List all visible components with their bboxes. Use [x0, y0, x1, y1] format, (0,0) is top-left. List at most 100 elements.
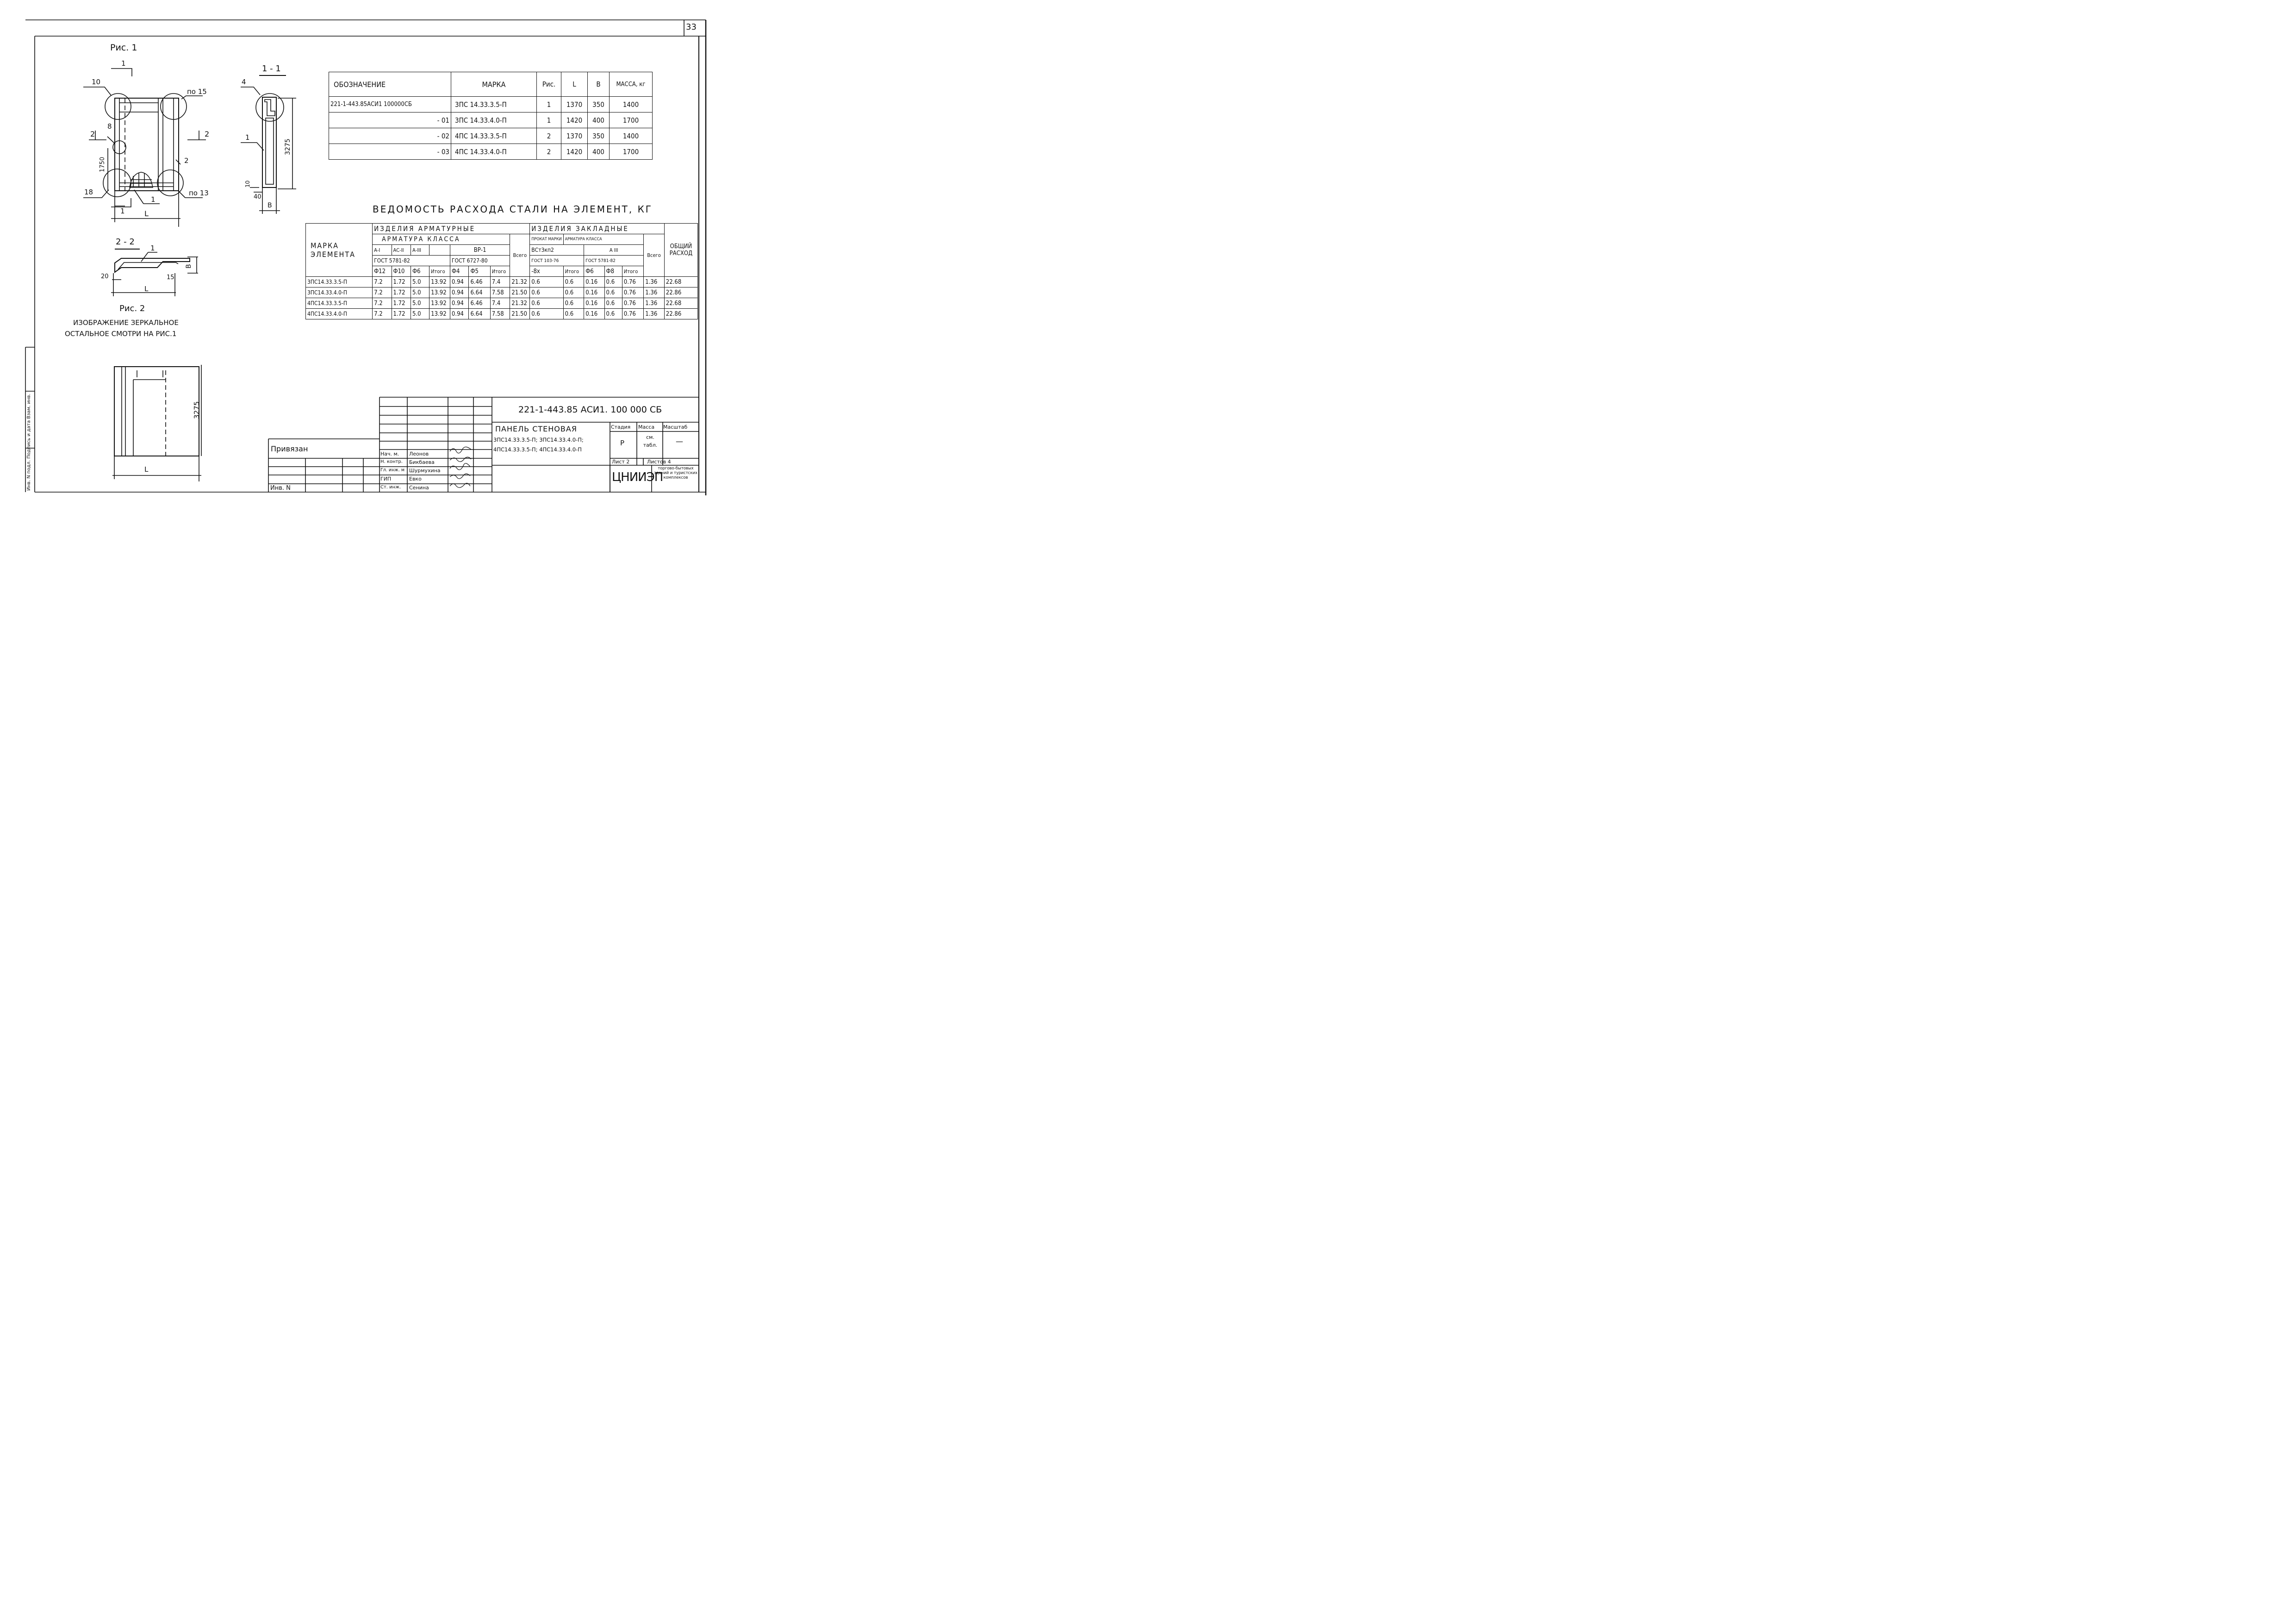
cell: 22.68 [664, 298, 698, 309]
doc-marks: 4ПС14.33.3.5-П; 4ПС14.33.4.0-П [493, 446, 582, 453]
cell: 21.50 [510, 287, 530, 298]
section11-title: 1 - 1 [262, 64, 281, 74]
fig2-title: Рис. 2 [119, 304, 145, 313]
cell: 0.6 [563, 276, 585, 287]
cell: 0.76 [622, 298, 644, 309]
staff-name: Шурмухина [409, 468, 441, 474]
table-row: - 03 4ПС 14.33.4.0-П 2 1420 400 1700 [329, 144, 653, 160]
h-gost4: ГОСТ 5781-82 [584, 255, 644, 266]
h-embedded: ИЗДЕЛИЯ ЗАКЛАДНЫЕ [529, 223, 665, 234]
cell: 13.92 [429, 298, 450, 309]
h-itogo4: Итого [622, 266, 644, 277]
cell: 0.16 [584, 298, 605, 309]
cell: 21.50 [510, 308, 530, 319]
org-name: ЦНИИЭП [612, 470, 663, 484]
cell: 4ПС14.33.3.5-П [305, 298, 373, 309]
cell: 5.0 [410, 298, 430, 309]
cell: 0.94 [449, 298, 469, 309]
cell: 22.86 [664, 287, 698, 298]
cell: 6.64 [468, 287, 491, 298]
cell: 21.32 [510, 298, 530, 309]
h-d4: Ф4 [449, 266, 469, 277]
cell: 0.16 [584, 287, 605, 298]
cell: - 01 [329, 112, 451, 128]
marks-header: B [587, 72, 610, 97]
cell: 0.94 [449, 287, 469, 298]
cell: 1370 [561, 96, 588, 112]
drawing-sheet [25, 19, 707, 495]
cell: 0.6 [529, 276, 564, 287]
h-total2: Всего [643, 234, 665, 277]
bottom-view-label: L [144, 465, 149, 474]
table-row: 221-1-443.85АСИ1 100000СБ 3ПС 14.33.3.5-… [329, 96, 653, 112]
cell: 400 [587, 144, 610, 160]
steel-table: МАРКА ЭЛЕМЕНТА ИЗДЕЛИЯ АРМАТУРНЫЕ ИЗДЕЛИ… [305, 223, 698, 319]
fig1-label: 2 [184, 156, 189, 165]
cell: 0.76 [622, 276, 644, 287]
cell: 4ПС 14.33.3.5-П [451, 128, 537, 144]
doc-marks: 3ПС14.33.3.5-П; 3ПС14.33.4.0-П; [493, 437, 584, 443]
h-a3: А-III [410, 244, 430, 256]
cell: 3ПС 14.33.4.0-П [451, 112, 537, 128]
cell: 22.86 [664, 308, 698, 319]
cell: 0.6 [604, 308, 622, 319]
marks-table: ОБОЗНАЧЕНИЕ МАРКА Рис. L B МАССА, кг 221… [329, 72, 653, 160]
marks-header: Рис. [536, 72, 561, 97]
cell: 5.0 [410, 308, 430, 319]
cell: 0.6 [529, 308, 564, 319]
staff-name: Сенина [409, 485, 429, 491]
cell: 0.94 [449, 308, 469, 319]
cell: 1400 [609, 128, 653, 144]
signatures [449, 446, 472, 488]
h-stage: Стадия [611, 424, 631, 430]
fig1-label: L [144, 209, 149, 218]
h-rolled: ПРОКАТ МАРКИ [529, 234, 564, 245]
marks-header: ОБОЗНАЧЕНИЕ [329, 72, 451, 97]
cell: 0.16 [584, 308, 605, 319]
cell: 2 [536, 144, 561, 160]
cell: 350 [587, 128, 610, 144]
cell: 7.4 [490, 298, 510, 309]
staff-role: Гл. инж. м [380, 468, 405, 473]
cell: 1400 [609, 96, 653, 112]
fig1-label: по 15 [187, 87, 207, 96]
section11-label: B [268, 202, 272, 209]
fig1-title: Рис. 1 [110, 43, 137, 53]
section11-label: 10 [244, 180, 251, 187]
cell: 0.6 [604, 287, 622, 298]
bottom-view-label: 3275 [193, 401, 201, 419]
scale: — [676, 437, 683, 446]
table-row: - 01 3ПС 14.33.4.0-П 1 1420 400 1700 [329, 112, 653, 128]
cell: 0.94 [449, 276, 469, 287]
doc-name: ПАНЕЛЬ СТЕНОВАЯ [495, 425, 577, 433]
cell: 7.2 [372, 276, 392, 287]
cell: 1.72 [391, 287, 411, 298]
cell: 21.32 [510, 276, 530, 287]
staff-role: Ст. инж. [380, 485, 401, 490]
fig1-label: 1 [121, 59, 126, 68]
cell: 2 [536, 128, 561, 144]
doc-code: 221-1-443.85 АСИ1. 100 000 СБ [518, 405, 662, 415]
table-row: - 02 4ПС 14.33.3.5-П 2 1370 350 1400 [329, 128, 653, 144]
h-rebar-class: АРМАТУРА КЛАССА [372, 234, 510, 245]
cell: 0.16 [584, 276, 605, 287]
cell: 1420 [561, 112, 588, 128]
h-a3b: А III [584, 244, 644, 256]
fig1-label: 1 [151, 195, 156, 204]
cell: 22.68 [664, 276, 698, 287]
cell: 0.76 [622, 308, 644, 319]
cell: 1700 [609, 112, 653, 128]
h-vr1: ВР-1 [449, 244, 510, 256]
section22-label: 15 [167, 274, 174, 281]
fig1-label: 10 [92, 78, 101, 86]
cell: 1.36 [643, 298, 665, 309]
section22-title: 2 - 2 [116, 237, 135, 247]
cell: 5.0 [410, 287, 430, 298]
fig1-label: 1 [120, 207, 125, 215]
staff-name: Евко [409, 476, 422, 482]
h-d5: Ф5 [468, 266, 491, 277]
privyazan: Привязан [271, 444, 308, 453]
section11-label: 40 [254, 194, 261, 200]
cell: 5.0 [410, 276, 430, 287]
